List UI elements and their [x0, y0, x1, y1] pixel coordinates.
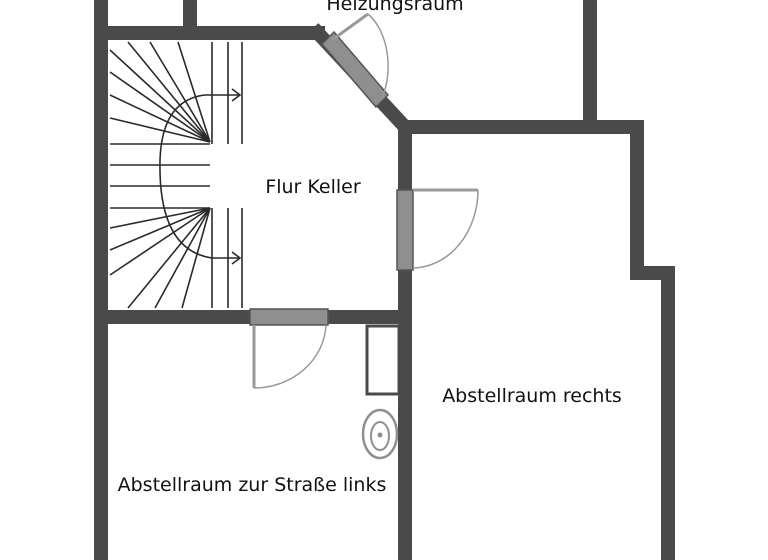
- staircase: [109, 41, 243, 309]
- room-label-storage-right: Abstellraum rechts: [442, 385, 622, 407]
- stair-arrow-icon: [231, 88, 242, 265]
- room-label-boiler-room: Heizungsraum: [326, 0, 463, 15]
- wall-niche: [365, 324, 401, 396]
- door-boiler-room: [320, 12, 390, 109]
- wash-basin-icon: [361, 408, 399, 460]
- door-storage-right: [396, 188, 479, 271]
- room-label-storage-left: Abstellraum zur Straße links: [118, 474, 387, 496]
- door-storage-left: [249, 308, 329, 389]
- room-label-hallway: Flur Keller: [265, 176, 361, 198]
- stair-walking-line: [159, 94, 240, 259]
- walls: [94, 0, 675, 560]
